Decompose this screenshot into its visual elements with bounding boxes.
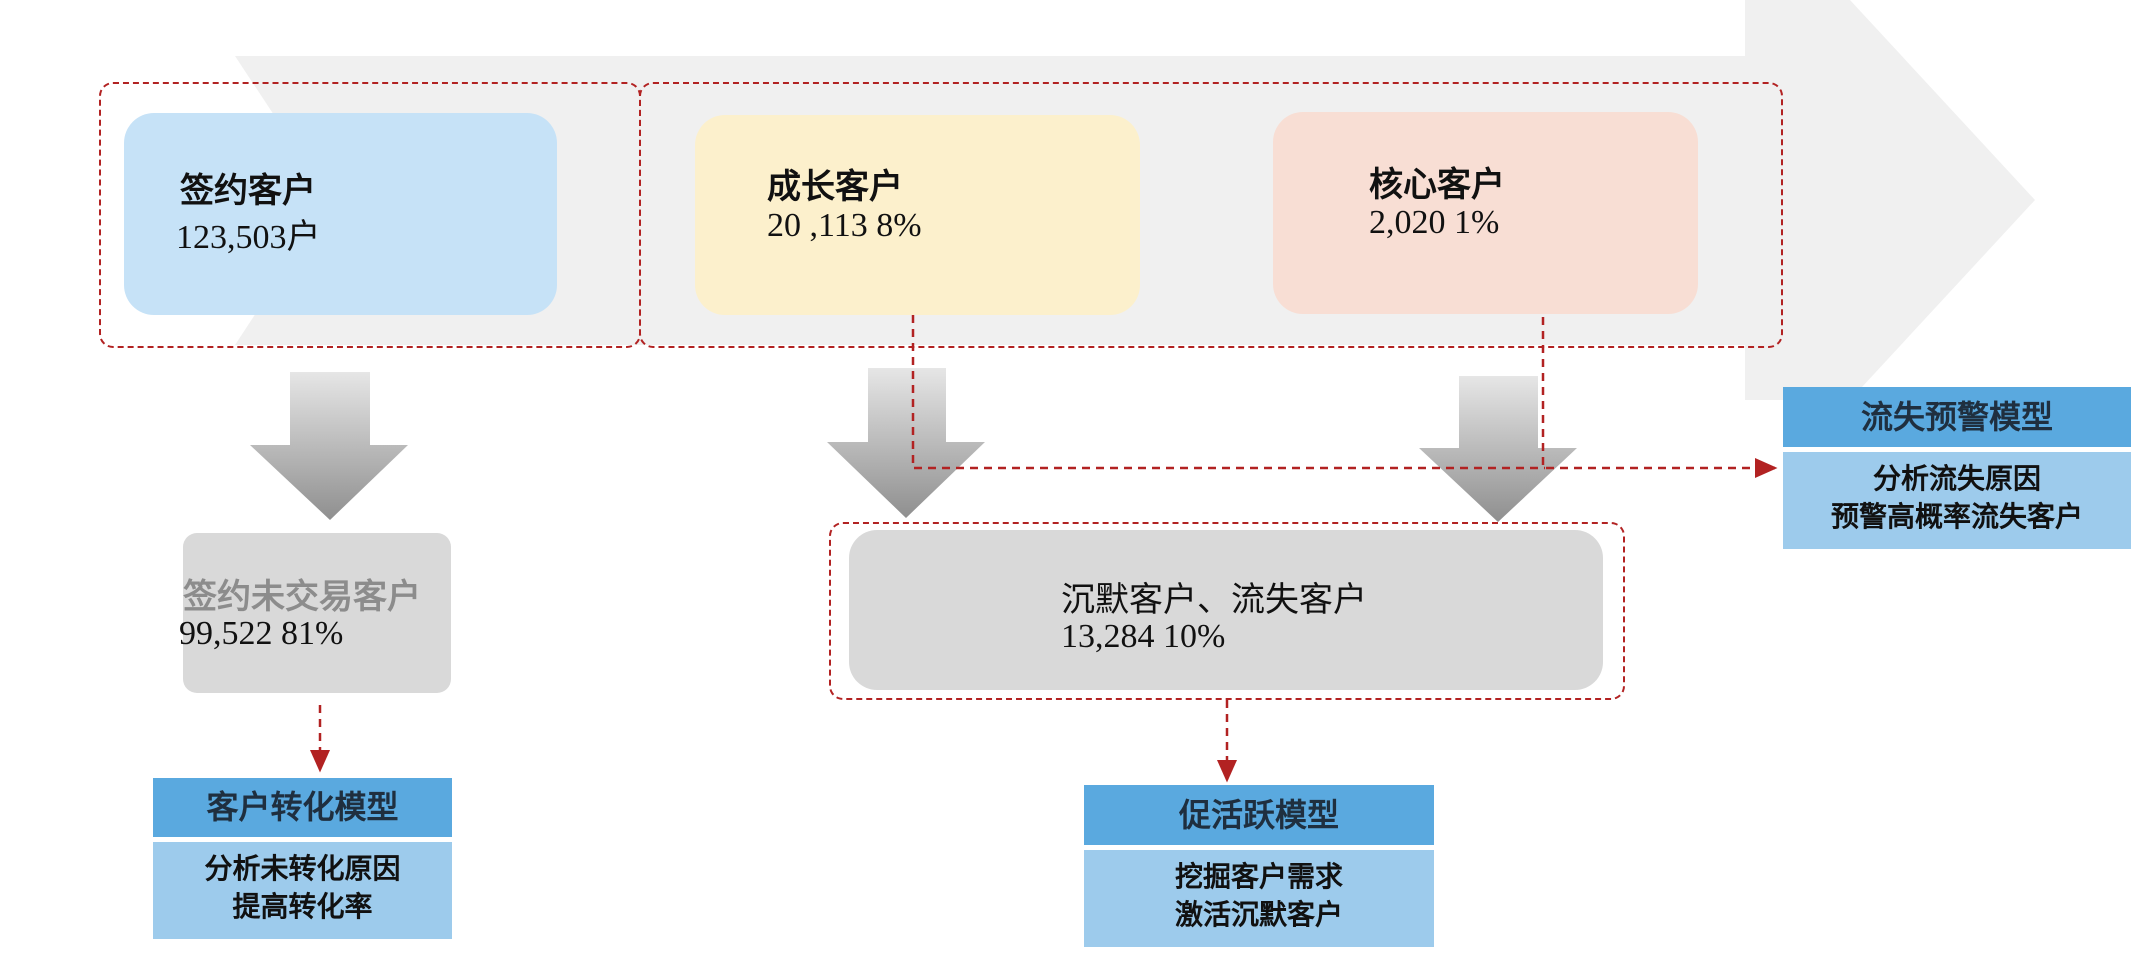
activation-model-header: 促活跃模型 <box>1084 785 1434 845</box>
signed-customers-card: 签约客户 123,503户 <box>124 113 557 315</box>
activation-model-line-1: 挖掘客户需求 <box>1174 860 1343 893</box>
untraded-customers-count: 99,522 81% <box>179 615 344 652</box>
conversion-model-body: 分析未转化原因 提高转化率 <box>153 842 452 939</box>
dormant-churned-customers-title: 沉默客户、流失客户 <box>1061 580 1367 620</box>
down-arrow-core <box>1419 376 1577 522</box>
churn-warning-model-line-2: 预警高概率流失客户 <box>1830 500 2083 533</box>
growth-customers-title: 成长客户 <box>767 167 903 207</box>
churn-warning-model-header: 流失预警模型 <box>1783 387 2131 447</box>
dormant-outcome-group <box>829 522 1625 700</box>
dashed-connectors <box>310 315 1778 783</box>
growth-customers-count: 20 ,113 8% <box>767 207 922 244</box>
down-arrow-signed <box>250 372 408 520</box>
conversion-model-line-1: 分析未转化原因 <box>204 852 401 885</box>
untraded-customers-card: 签约未交易客户 99,522 81% <box>179 533 451 693</box>
growth-core-stage-group <box>639 82 1783 348</box>
core-customers-card: 核心客户 2,020 1% <box>1273 112 1698 314</box>
activation-model-body: 挖掘客户需求 激活沉默客户 <box>1084 850 1434 947</box>
core-customers-count: 2,020 1% <box>1369 204 1500 241</box>
down-arrow-growth <box>827 368 985 518</box>
untraded-customers-title: 签约未交易客户 <box>183 577 421 617</box>
churn-warning-model-body: 分析流失原因 预警高概率流失客户 <box>1783 452 2131 549</box>
signed-customers-count: 123,503户 <box>176 219 321 256</box>
conversion-model-header: 客户转化模型 <box>153 778 452 837</box>
dormant-churned-customers-card: 沉默客户、流失客户 13,284 10% <box>849 530 1603 690</box>
growth-customers-card: 成长客户 20 ,113 8% <box>695 115 1140 315</box>
core-customers-title: 核心客户 <box>1369 165 1505 205</box>
signed-customers-title: 签约客户 <box>180 171 316 211</box>
conversion-model-line-2: 提高转化率 <box>232 890 373 923</box>
growth-to-churn-connector <box>911 315 1545 470</box>
dormant-churned-customers-count: 13,284 10% <box>1061 618 1226 655</box>
churn-warning-model-line-1: 分析流失原因 <box>1872 462 2041 495</box>
activation-model-line-2: 激活沉默客户 <box>1174 898 1343 931</box>
